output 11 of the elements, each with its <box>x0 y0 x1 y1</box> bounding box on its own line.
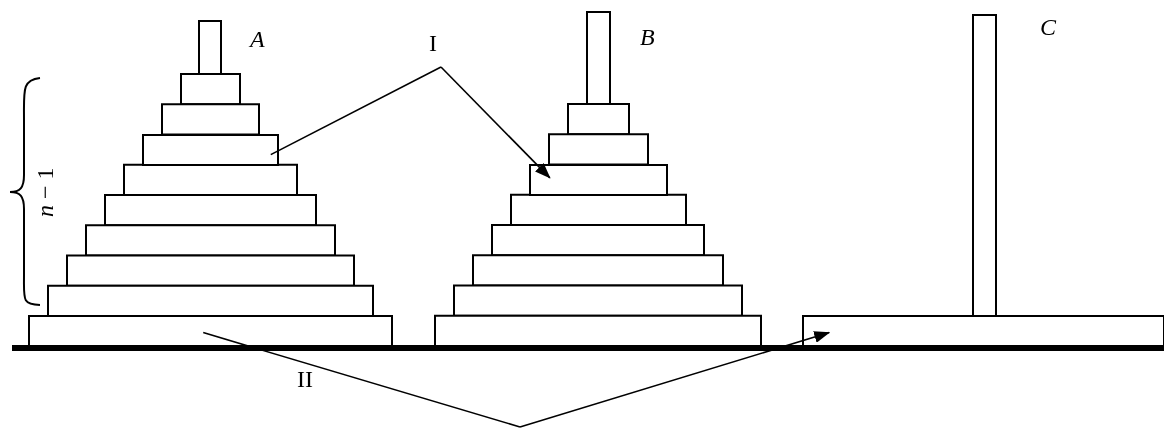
leader-line <box>269 66 442 156</box>
base-plate <box>802 315 1164 347</box>
arrow <box>440 66 551 179</box>
callout-numeral: I <box>429 30 437 56</box>
post-label: A <box>250 26 265 52</box>
leader-line <box>202 331 521 428</box>
post-label: B <box>640 24 655 50</box>
disc-count-label: n − 1 <box>32 167 58 217</box>
arrow <box>519 331 831 428</box>
callout-numeral: II <box>297 366 313 392</box>
post-label: C <box>1040 14 1056 40</box>
